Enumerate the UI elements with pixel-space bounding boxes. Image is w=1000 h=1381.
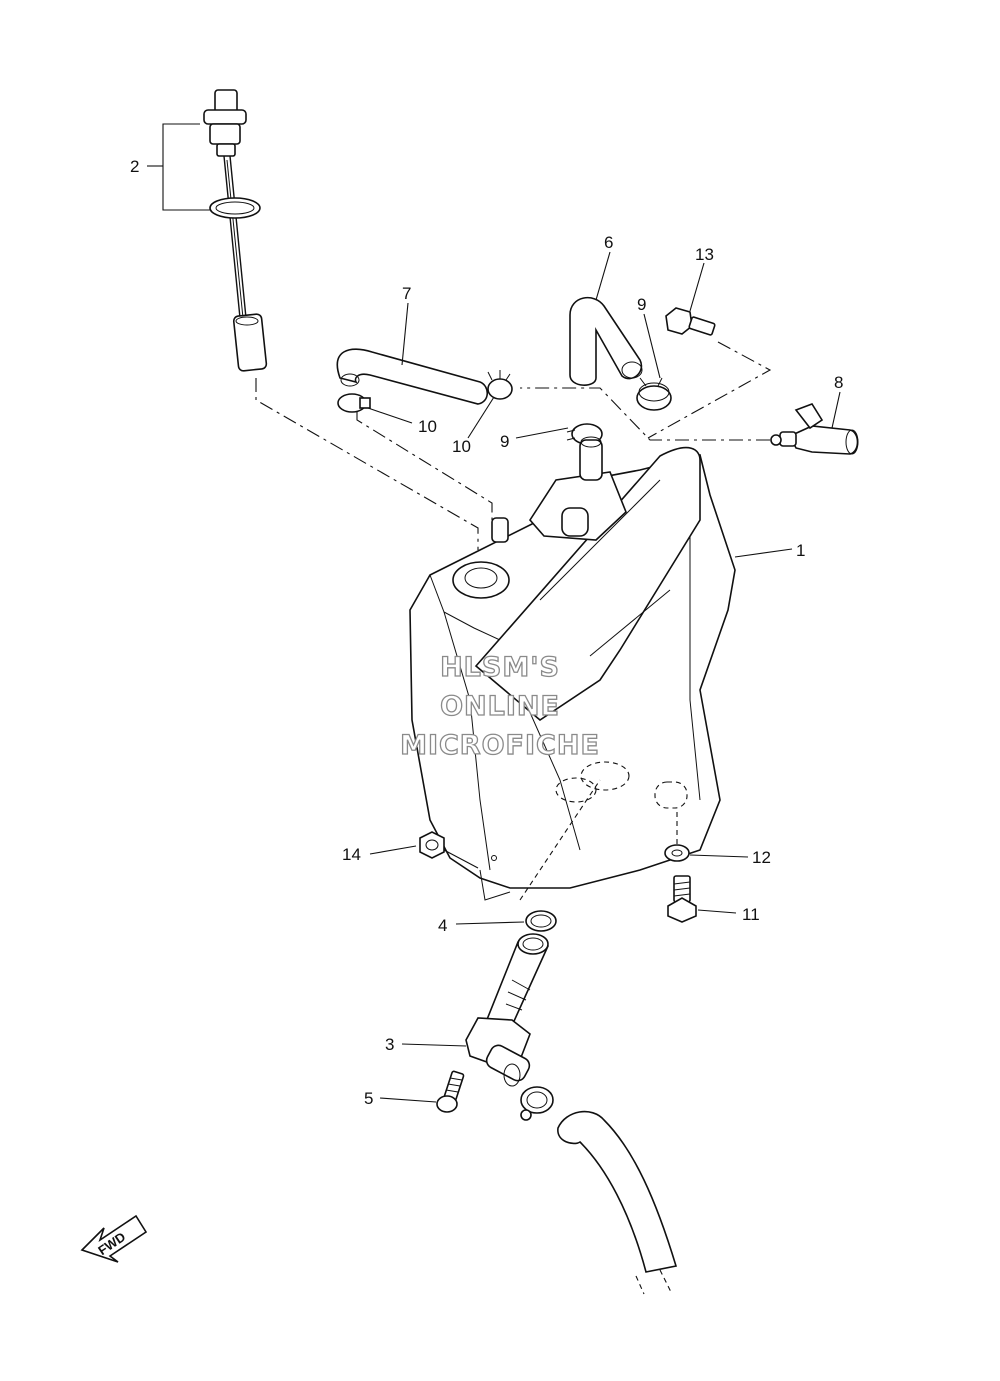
callout-14: 14 <box>342 845 361 864</box>
callout-4: 4 <box>438 916 447 935</box>
bolt-part-upper[interactable] <box>665 307 716 336</box>
callout-2: 2 <box>130 157 139 176</box>
callout-10-left: 10 <box>418 417 437 436</box>
hose-clip-part-left[interactable] <box>337 393 371 413</box>
oil-strainer-part[interactable] <box>465 933 549 1087</box>
callout-12: 12 <box>752 848 771 867</box>
bolt-alignment-line <box>647 341 772 439</box>
strainer-alignment-line <box>519 779 601 901</box>
callout-8: 8 <box>834 373 843 392</box>
oil-hose-part[interactable] <box>569 296 643 386</box>
callout-1: 1 <box>796 541 805 560</box>
callout-7: 7 <box>402 284 411 303</box>
strainer-bolt-part[interactable] <box>436 1070 465 1113</box>
callout-13: 13 <box>695 245 714 264</box>
breather-hose-part[interactable] <box>336 348 489 405</box>
washer-part[interactable] <box>664 844 690 862</box>
joint-fitting-part[interactable] <box>770 403 859 455</box>
fwd-arrow-icon: FWD <box>80 1214 148 1263</box>
callout-5: 5 <box>364 1089 373 1108</box>
breather-routing-line <box>356 412 493 520</box>
oil-level-gauge-part[interactable] <box>203 89 268 372</box>
hose-clip-part-right[interactable] <box>487 370 513 400</box>
callout-9-upper: 9 <box>637 295 646 314</box>
watermark-line-3: MICROFICHE <box>400 730 600 761</box>
o-ring-part[interactable] <box>525 910 557 932</box>
callout-2-bracket <box>162 123 210 211</box>
hose-clamp-part-upper[interactable] <box>636 377 672 411</box>
outlet-hose[interactable] <box>557 1110 678 1295</box>
callout-6: 6 <box>604 233 613 252</box>
oil-tank-part[interactable] <box>409 436 736 901</box>
outlet-hose-clamp[interactable] <box>520 1086 554 1121</box>
drain-bolt-part[interactable] <box>667 875 697 923</box>
watermark: HLSM'S ONLINE MICROFICHE <box>399 651 600 761</box>
grommet-part[interactable] <box>419 831 445 859</box>
watermark-line-1: HLSM'S <box>440 652 560 683</box>
callout-9-lower: 9 <box>500 432 509 451</box>
callout-3: 3 <box>385 1035 394 1054</box>
callout-10-right: 10 <box>452 437 471 456</box>
watermark-line-2: ONLINE <box>440 691 560 722</box>
callout-11: 11 <box>742 905 760 924</box>
gauge-alignment-line <box>255 378 479 550</box>
fitting-alignment-line <box>520 387 770 441</box>
